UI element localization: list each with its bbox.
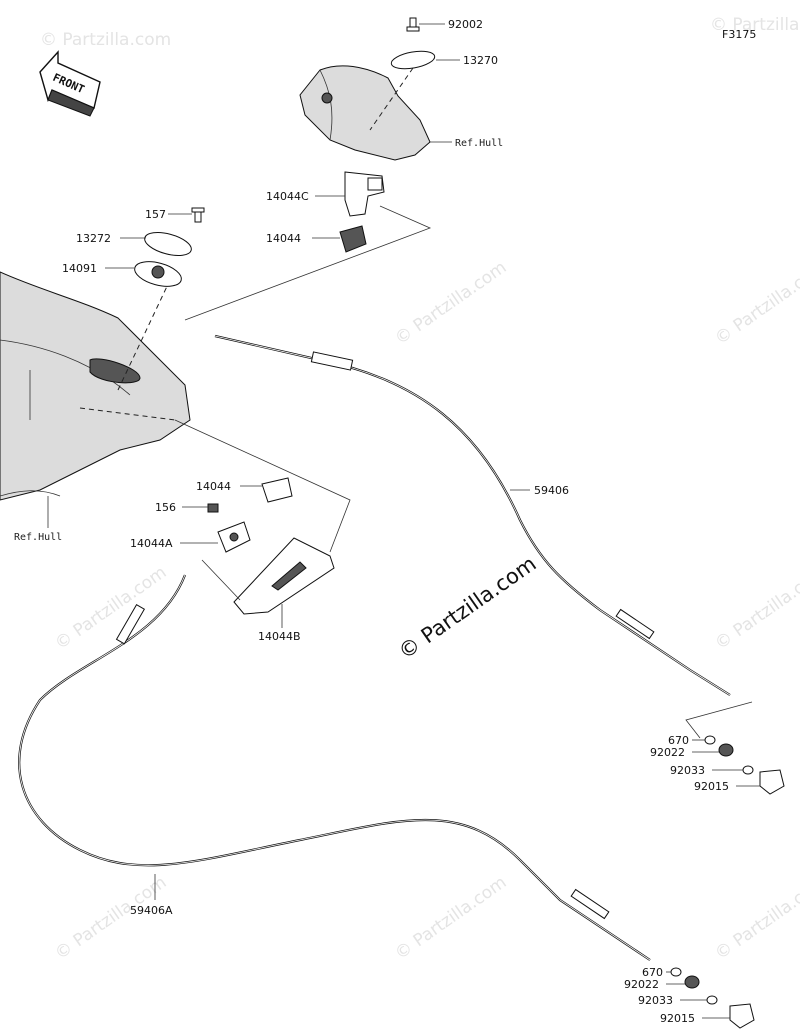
part-label-59406[interactable]: 59406 — [534, 484, 569, 497]
hardware-set-lower — [666, 967, 755, 1029]
watermark: © Partzilla.com — [710, 15, 800, 35]
front-arrow-icon: FRONT — [39, 50, 101, 117]
mid-bracket-section — [174, 419, 351, 628]
watermark: © Partzilla.com — [711, 257, 800, 349]
watermark: © Partzilla.com — [711, 562, 800, 654]
ref-hull-label: Ref.Hull — [455, 138, 503, 149]
part-label-14044A[interactable]: 14044A — [130, 537, 173, 550]
part-label-92022[interactable]: 92022 — [624, 978, 659, 991]
part-label-13270[interactable]: 13270 — [463, 54, 498, 67]
watermark: © Partzilla.com — [51, 562, 170, 654]
watermark-center: © Partzilla.com — [394, 551, 541, 664]
part-label-14044B[interactable]: 14044B — [258, 630, 301, 643]
part-label-670[interactable]: 670 — [642, 966, 663, 979]
part-label-670[interactable]: 670 — [668, 734, 689, 747]
left-hull-section — [0, 207, 205, 528]
part-label-157[interactable]: 157 — [145, 208, 166, 221]
part-label-14044[interactable]: 14044 — [266, 232, 301, 245]
figure-code: F3175 — [722, 28, 756, 41]
ref-hull-label: Ref.Hull — [14, 532, 62, 543]
watermark: © Partzilla.com — [51, 872, 170, 964]
watermark: © Partzilla.com — [391, 257, 510, 349]
watermark: © Partzilla.com — [711, 872, 800, 964]
watermark: © Partzilla.com — [391, 872, 510, 964]
watermark-layer: © Partzilla.com © Partzilla.com © Partzi… — [40, 15, 800, 964]
part-label-14044C[interactable]: 14044C — [266, 190, 309, 203]
watermark: © Partzilla.com — [40, 30, 171, 50]
part-label-156[interactable]: 156 — [155, 501, 176, 514]
part-label-92002[interactable]: 92002 — [448, 18, 483, 31]
part-label-14091[interactable]: 14091 — [62, 262, 97, 275]
top-hull-section — [299, 17, 460, 253]
part-label-59406A[interactable]: 59406A — [130, 904, 173, 917]
part-labels: 92002 13270 Ref.Hull 14044C 14044 157 13… — [14, 18, 729, 1025]
part-label-13272[interactable]: 13272 — [76, 232, 111, 245]
cable-59406A — [18, 574, 651, 961]
part-label-14044[interactable]: 14044 — [196, 480, 231, 493]
part-label-92033[interactable]: 92033 — [638, 994, 673, 1007]
part-label-92015[interactable]: 92015 — [660, 1012, 695, 1025]
part-label-92022[interactable]: 92022 — [650, 746, 685, 759]
cable-59406 — [184, 205, 753, 739]
hardware-set-upper — [692, 735, 785, 795]
part-label-92033[interactable]: 92033 — [670, 764, 705, 777]
part-label-92015[interactable]: 92015 — [694, 780, 729, 793]
